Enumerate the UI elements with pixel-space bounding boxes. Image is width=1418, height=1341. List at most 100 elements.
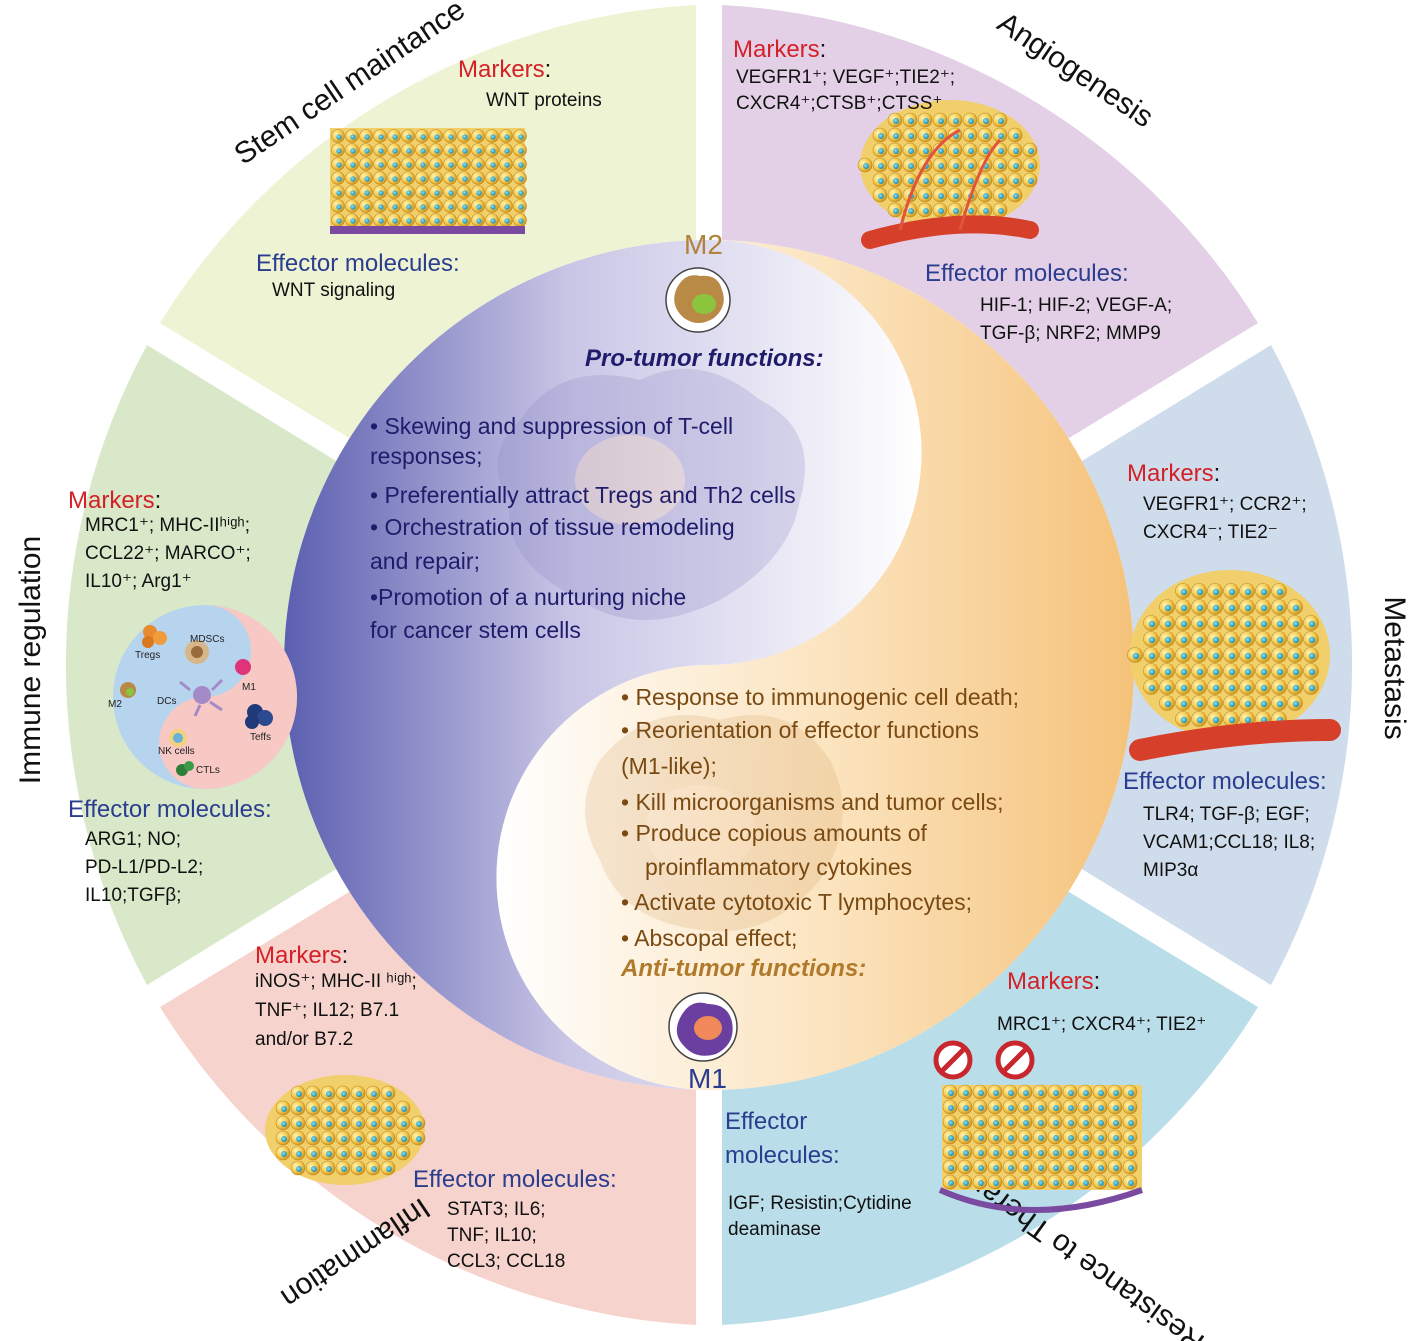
cell-nucleus <box>938 118 944 124</box>
cell-nucleus <box>1023 1150 1029 1156</box>
inflammation-tissue-illustration <box>265 1075 426 1185</box>
cell-nucleus <box>993 1180 999 1186</box>
cell-nucleus <box>1196 668 1204 676</box>
cell-nucleus <box>923 118 929 124</box>
cell-nucleus <box>341 1106 347 1112</box>
cell-nucleus <box>356 1151 362 1157</box>
cell-nucleus <box>1244 668 1252 676</box>
cell-nucleus <box>1038 1150 1044 1156</box>
cell-nucleus <box>401 1151 407 1157</box>
cell-nucleus <box>908 133 914 139</box>
cell-nucleus <box>341 1091 347 1097</box>
cell-nucleus <box>341 1166 347 1172</box>
cell-nucleus <box>326 1151 332 1157</box>
cell-nucleus <box>1053 1105 1059 1111</box>
cell-nucleus <box>462 176 468 182</box>
cell-nucleus <box>1260 620 1268 628</box>
cell-nucleus <box>476 204 482 210</box>
cell-nucleus <box>993 1090 999 1096</box>
cell-nucleus <box>893 133 899 139</box>
cell-nucleus <box>1128 1150 1134 1156</box>
cell-nucleus <box>518 162 524 168</box>
cell-nucleus <box>953 148 959 154</box>
cell-nucleus <box>401 1121 407 1127</box>
cell-nucleus <box>1098 1105 1104 1111</box>
cell-nucleus <box>281 1121 287 1127</box>
cell-nucleus <box>1098 1165 1104 1171</box>
cell-nucleus <box>978 1090 984 1096</box>
cell-nucleus <box>1276 700 1284 708</box>
cell-nucleus <box>1308 652 1316 660</box>
cell-nucleus <box>378 218 384 224</box>
inflammation-effector-label: Effector molecules: <box>413 1166 617 1193</box>
cell-nucleus <box>350 176 356 182</box>
anti-item-5: • Produce copious amounts of <box>621 820 927 846</box>
cell-nucleus <box>983 118 989 124</box>
immune-effector-line-1: ARG1; NO; <box>85 829 182 850</box>
cell-nucleus <box>1053 1165 1059 1171</box>
cell-nucleus <box>392 190 398 196</box>
cell-nucleus <box>336 204 342 210</box>
cell-nucleus <box>420 176 426 182</box>
cell-nucleus <box>1068 1105 1074 1111</box>
angio-effector-line-2: TGF-β; NRF2; MMP9 <box>980 323 1161 344</box>
cell-nucleus <box>1128 1135 1134 1141</box>
cell-nucleus <box>1164 700 1172 708</box>
cell-nucleus <box>863 163 869 169</box>
cell-nucleus <box>1180 716 1188 724</box>
cell-nucleus <box>490 134 496 140</box>
cell-nucleus <box>948 1135 954 1141</box>
cell-nucleus <box>392 218 398 224</box>
cell-nucleus <box>938 163 944 169</box>
cell-nucleus <box>434 148 440 154</box>
cell-nucleus <box>953 163 959 169</box>
anti-tumor-half <box>496 240 1134 1090</box>
cell-nucleus <box>311 1091 317 1097</box>
cell-nucleus <box>416 1121 422 1127</box>
cell-nucleus <box>504 148 510 154</box>
cell-nucleus <box>1083 1120 1089 1126</box>
cell-nucleus <box>281 1151 287 1157</box>
immune-cells-illustration: Tregs MDSCs M1 M2 DCs Teffs NK cells CTL… <box>108 605 297 789</box>
cell-nucleus <box>448 148 454 154</box>
cell-nucleus <box>406 148 412 154</box>
cell-nucleus <box>371 1136 377 1142</box>
m1-cell-icon <box>235 659 251 675</box>
cell-nucleus <box>1008 1165 1014 1171</box>
cell-nucleus <box>938 133 944 139</box>
cell-nucleus <box>326 1091 332 1097</box>
cell-nucleus <box>1260 684 1268 692</box>
cell-nucleus <box>462 190 468 196</box>
cell-nucleus <box>1244 684 1252 692</box>
cell-nucleus <box>893 118 899 124</box>
cell-nucleus <box>392 176 398 182</box>
cell-nucleus <box>983 208 989 214</box>
cell-nucleus <box>350 218 356 224</box>
cell-nucleus <box>350 162 356 168</box>
cell-nucleus <box>1196 700 1204 708</box>
cell-nucleus <box>1228 668 1236 676</box>
cell-nucleus <box>953 208 959 214</box>
cell-nucleus <box>1164 636 1172 644</box>
m2-macrophage-icon <box>665 267 731 333</box>
cell-nucleus <box>1164 604 1172 612</box>
cell-nucleus <box>356 1136 362 1142</box>
yin-yang-center <box>284 240 1134 1090</box>
cell-nucleus <box>1098 1090 1104 1096</box>
label-m2: M2 <box>108 699 122 710</box>
cell-nucleus <box>364 148 370 154</box>
anti-item-6: proinflammatory cytokines <box>645 854 913 880</box>
cell-nucleus <box>462 204 468 210</box>
cell-nucleus <box>1228 700 1236 708</box>
tregs-cell-icon <box>142 625 167 648</box>
metastasis-markers-line-2: CXCR4⁻; TIE2⁻ <box>1143 522 1278 543</box>
cell-nucleus <box>908 163 914 169</box>
cell-nucleus <box>364 218 370 224</box>
cell-nucleus <box>378 176 384 182</box>
cell-nucleus <box>978 1105 984 1111</box>
cell-nucleus <box>1028 148 1034 154</box>
cell-nucleus <box>364 204 370 210</box>
pro-item-6: •Promotion of a nurturing niche <box>370 584 687 610</box>
cell-nucleus <box>968 118 974 124</box>
faint-m2-silhouette <box>497 368 805 620</box>
